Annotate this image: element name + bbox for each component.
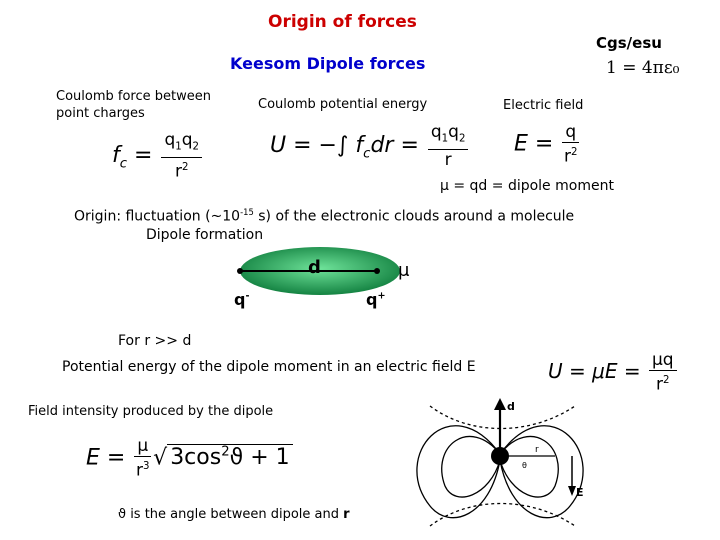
dipole-mu-label: μ [398, 260, 409, 281]
angle-note-r: r [343, 507, 349, 522]
dipole-d-label: d [308, 257, 321, 278]
charge-plus [374, 268, 380, 274]
origin-text-a: Origin: fluctuation (~10 [74, 209, 240, 225]
origin-exponent: -15 [240, 207, 254, 217]
coulomb-potential-label: Coulomb potential energy [258, 97, 427, 112]
charge-minus-label: q- [234, 290, 249, 309]
condition-label: For r >> d [118, 333, 191, 349]
e-field-vector-head [568, 486, 576, 496]
origin-text-b: s) of the electronic clouds around a mol… [254, 209, 574, 225]
angle-note-text: is the angle between dipole and [126, 507, 343, 522]
dipole-vector-head [494, 398, 506, 410]
page-title: Origin of forces [268, 12, 417, 32]
units-label: Cgs/esu [596, 34, 662, 52]
coulomb-force-label: Coulomb force between point charges [56, 88, 216, 122]
dipole-potential-label: Potential energy of the dipole moment in… [62, 359, 476, 375]
charge-plus-label: q+ [366, 290, 386, 309]
angle-symbol: ϑ [118, 507, 126, 522]
electric-field-label: Electric field [503, 98, 583, 113]
units-equation: 1 = 4πε₀ [606, 58, 679, 78]
origin-line: Origin: fluctuation (~10-15 s) of the el… [74, 207, 574, 225]
field-figure-e-label: E [576, 486, 584, 499]
dipole-center [491, 447, 509, 465]
charge-minus-sign: - [245, 291, 249, 302]
dipole-moment-definition: μ = qd = dipole moment [440, 178, 614, 194]
field-figure-theta-label: θ [522, 461, 527, 470]
dipole-field-figure: d E r θ [410, 396, 600, 538]
field-figure-d-label: d [507, 400, 515, 413]
angle-note: ϑ is the angle between dipole and r [118, 507, 350, 522]
charge-plus-q: q [366, 290, 377, 309]
charge-minus [237, 268, 243, 274]
charge-minus-q: q [234, 290, 245, 309]
charge-plus-sign: + [377, 291, 385, 302]
page-subtitle: Keesom Dipole forces [230, 54, 425, 73]
field-figure-r-label: r [535, 445, 539, 455]
coulomb-force-text: Coulomb force between point charges [56, 89, 211, 121]
field-intensity-label: Field intensity produced by the dipole [28, 404, 273, 419]
